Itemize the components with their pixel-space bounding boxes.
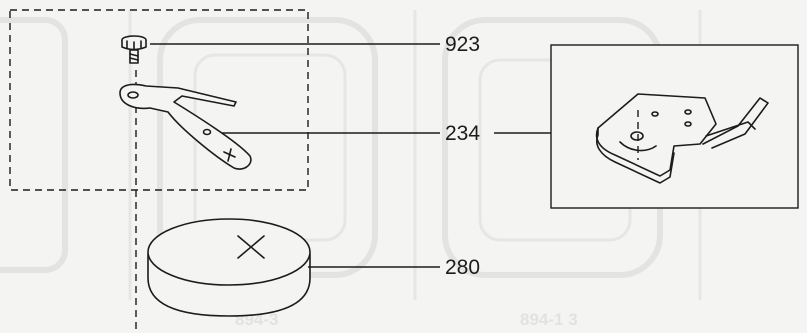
part-number-280: 280 [445,256,480,279]
part-number-923: 923 [445,33,480,56]
detail-inset-clamp-drawing [595,93,769,184]
part-number-234: 234 [445,122,480,145]
battery-part [147,218,311,317]
battery-clamp-part [119,83,252,170]
screw-part [121,35,147,64]
background-label-2: 894-1 3 [520,310,578,329]
dashed-group-frame [9,9,309,191]
